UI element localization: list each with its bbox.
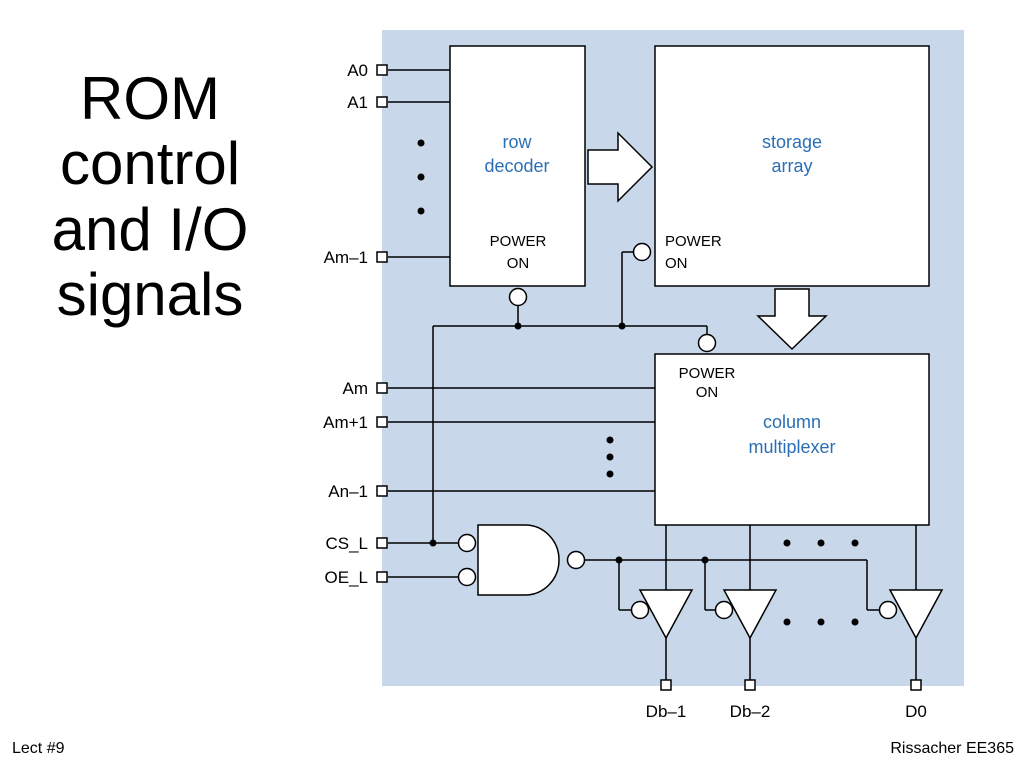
column-mux-power-1: POWER bbox=[679, 365, 736, 382]
pin-label-am-minus-1: Am–1 bbox=[324, 248, 368, 267]
output-pins bbox=[660, 679, 922, 691]
row-decoder-block: row decoder POWER ON bbox=[449, 45, 586, 287]
input-pins bbox=[376, 64, 388, 583]
nand-gate bbox=[457, 524, 586, 596]
signal-wires bbox=[388, 69, 917, 680]
output-buffer-d0 bbox=[878, 589, 944, 640]
title-line-4: signals bbox=[56, 261, 244, 329]
title-line-1: ROM bbox=[80, 65, 220, 132]
footer-author-course: Rissacher EE365 bbox=[890, 740, 1014, 757]
output-buffer-db-2 bbox=[714, 589, 778, 640]
pin-label-am-plus-1: Am+1 bbox=[323, 413, 368, 432]
right-arrow-icon bbox=[587, 131, 654, 203]
row-decoder-label-1: row bbox=[502, 132, 532, 152]
storage-array-power-bubble bbox=[632, 242, 652, 262]
storage-array-block: storage array POWER ON bbox=[654, 45, 930, 287]
title-line-2: control bbox=[59, 130, 241, 198]
column-mux-label-2: multiplexer bbox=[748, 437, 835, 457]
row-decoder-power-1: POWER bbox=[490, 233, 547, 250]
storage-array-label-2: array bbox=[771, 156, 812, 176]
slide-title: ROM control and I/O signals bbox=[20, 66, 280, 328]
row-decoder-power-2: ON bbox=[507, 255, 530, 272]
ellipsis-dots bbox=[417, 139, 859, 626]
row-decoder-label-2: decoder bbox=[484, 156, 549, 176]
column-mux-power-2: ON bbox=[696, 384, 719, 401]
down-arrow-icon bbox=[756, 288, 828, 351]
junction-dots bbox=[429, 322, 709, 564]
pin-label-oe-l: OE_L bbox=[325, 568, 368, 587]
storage-array-power-2: ON bbox=[665, 255, 688, 272]
pin-label-a0: A0 bbox=[347, 61, 368, 80]
pin-label-a1: A1 bbox=[347, 93, 368, 112]
footer-lecture-number: Lect #9 bbox=[12, 740, 65, 757]
column-multiplexer-block: POWER ON column multiplexer bbox=[654, 353, 930, 526]
pin-label-cs-l: CS_L bbox=[325, 534, 368, 553]
pin-label-an-minus-1: An–1 bbox=[328, 482, 368, 501]
column-mux-label-1: column bbox=[763, 412, 821, 432]
pin-label-db-minus-1: Db–1 bbox=[646, 702, 687, 721]
storage-array-power-1: POWER bbox=[665, 233, 722, 250]
output-buffer-db-1 bbox=[630, 589, 694, 640]
title-line-3: and I/O bbox=[51, 195, 249, 263]
pin-label-am: Am bbox=[343, 379, 369, 398]
storage-array-label-1: storage bbox=[762, 132, 822, 152]
pin-label-db-minus-2: Db–2 bbox=[730, 702, 771, 721]
pin-label-d0: D0 bbox=[905, 702, 927, 721]
cs-l-input-bubble bbox=[457, 533, 477, 553]
oe-l-input-bubble bbox=[457, 567, 477, 587]
row-decoder-power-bubble bbox=[508, 287, 528, 307]
column-mux-power-bubble bbox=[697, 333, 717, 353]
nand-output-bubble bbox=[566, 550, 586, 570]
